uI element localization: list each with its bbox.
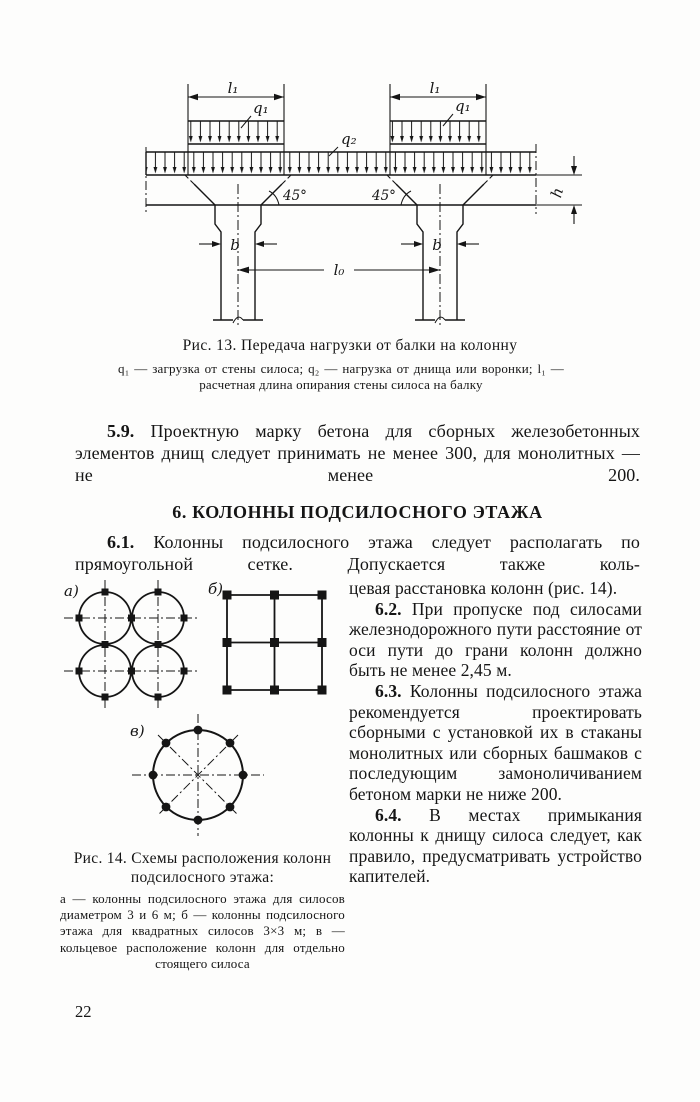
paragraph-5-9: 5.9. Проектную марку бетона для сборных …: [75, 420, 640, 486]
figure-13-legend: q₁ — загрузка от стены силоса; q₂ — нагр…: [118, 361, 564, 392]
scheme-b-columns: [222, 590, 327, 695]
paragraph-6-2: 6.2. При пропуске под силосами железнодо…: [349, 599, 642, 681]
fig13-h-label: h: [547, 186, 567, 200]
fig13-b-label-right: b: [432, 236, 442, 254]
fig13-l0-label: l₀: [334, 261, 345, 279]
beam-and-loads: [145, 84, 582, 325]
paragraph-6-1-intro: 6.1. Колонны подсилосного этажа следует …: [75, 531, 640, 575]
figure-14-caption: Рис. 14. Схемы расположения колонн подси…: [73, 850, 332, 886]
fig13-angle-label-left: 45°: [282, 188, 307, 204]
scheme-a-columns: [75, 588, 188, 701]
paragraph-text: Проектную марку бетона для сборных желез…: [75, 421, 640, 485]
figure-14-drawing: а) б) в): [64, 580, 327, 836]
figure-14-legend: а — колонны подсилосного этажа для силос…: [60, 891, 345, 971]
paragraph-text: Колонны подсилосного этажа следует распо…: [75, 532, 640, 574]
fig14-label-a: а): [64, 582, 79, 600]
left-column: [184, 174, 292, 325]
fig13-l1-label-left: l₁: [228, 79, 239, 97]
paragraph-number: 6.3.: [375, 680, 402, 701]
scheme-a-circles: [64, 580, 200, 710]
two-column-zone: а) б) в) Рис. 14. Схемы расположения кол…: [60, 578, 642, 972]
scheme-v-columns: [148, 725, 248, 825]
paragraph-text: Колонны подсилосного этажа рекомендуется…: [349, 680, 642, 804]
paragraph-number: 6.2.: [375, 598, 402, 619]
section-6-heading: 6. КОЛОННЫ ПОДСИЛОСНОГО ЭТАЖА: [172, 502, 543, 522]
figure-13-caption: Рис. 13. Передача нагрузки от балки на к…: [182, 337, 518, 354]
right-column: [386, 174, 494, 325]
paragraph-6-3: 6.3. Колонны подсилосного этажа рекоменд…: [349, 681, 642, 805]
page-number: 22: [75, 1002, 92, 1021]
paragraph-text: В местах примыкания колонны к днищу сило…: [349, 804, 642, 887]
fig13-q2-label: q₂: [341, 130, 357, 148]
paragraph-6-1-continuation: цевая расстановка колонн (рис. 14).: [349, 578, 618, 598]
paragraph-6-4: 6.4. В местах примыкания колонны к днищу…: [349, 805, 642, 887]
paragraph-text: При пропуске под силосами железнодорожно…: [349, 598, 642, 681]
paragraph-number: 6.4.: [375, 804, 402, 825]
fig13-q1-label-right: q₁: [455, 97, 471, 115]
fig14-label-b: б): [208, 580, 223, 598]
fig13-l1-label-right: l₁: [430, 79, 441, 97]
fig13-q1-label-left: q₁: [253, 99, 269, 117]
paragraph-number: 6.1.: [107, 532, 135, 552]
fig14-label-v: в): [130, 722, 145, 740]
figure-13-drawing: l₁ l₁ q₁ q₁ q₂ 45° 45° b b l₀ h: [145, 79, 582, 325]
figure-14-block: а) б) в) Рис. 14. Схемы расположения кол…: [60, 578, 349, 972]
fig13-b-label-left: b: [230, 236, 240, 254]
paragraph-number: 5.9.: [107, 421, 135, 441]
fig13-angle-label-right: 45°: [371, 188, 396, 204]
text-column: цевая расстановка колонн (рис. 14). 6.2.…: [349, 578, 642, 972]
